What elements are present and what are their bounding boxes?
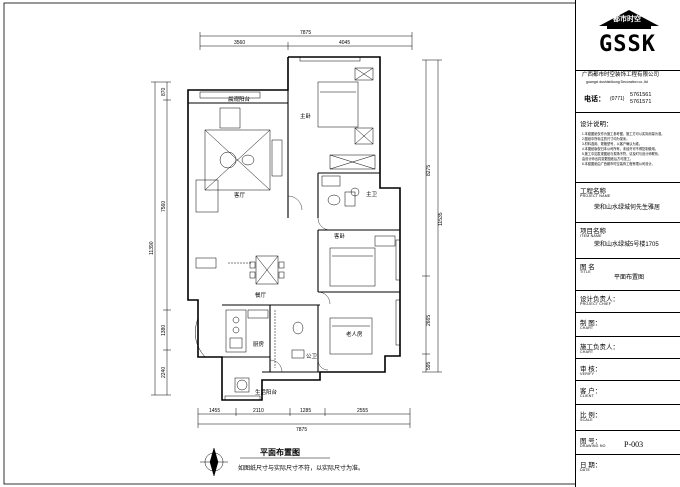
master-furniture (317, 67, 376, 170)
dim-right-total: 11535 (438, 212, 444, 226)
project-name-cn: 工程名称 (580, 188, 606, 195)
phone-area: (0771) (610, 96, 625, 102)
item-name-cn: 项目名称 (580, 228, 606, 235)
drawing-note: 如图纸尺寸与实际尺寸不符，以实际尺寸为准。 (238, 464, 364, 472)
drawing-title: 平面布置图 (260, 447, 300, 457)
dim-left-2: 7560 (161, 201, 167, 212)
project-name-en: PROJECT NAME (580, 194, 611, 198)
project-name-val: 荣和山水绿城何先生雅居 (594, 205, 661, 211)
logo-main: GSSK (599, 32, 656, 57)
client-en: CLIENT (580, 394, 594, 398)
design-note: 6.本套图纸由广西都市时空装饰工程有限公司设计。 (582, 162, 655, 166)
compass-icon (200, 447, 228, 477)
label-bath: 主卫 (366, 190, 378, 198)
public-bath-fixtures (274, 310, 305, 368)
phone-label: 电话： (584, 96, 605, 103)
design-note: 3.材料选用、规格型号，以客户确认为准。 (582, 142, 643, 146)
drawing-no-cn: 图 号： (580, 438, 602, 445)
logo: 都市时空 GSSK (593, 6, 665, 64)
left-dimensions (151, 81, 171, 396)
label-elder: 老人房 (346, 330, 363, 338)
date-en: DATE (580, 468, 591, 472)
design-note: 1.本套图纸仅作为施工参考图，施工方可以实际测量为准。 (582, 132, 665, 136)
item-name-en: ITEM NAME (580, 234, 602, 238)
phone-1: 5761561 (630, 92, 652, 98)
door-swings (269, 195, 331, 373)
dim-right-2: 2665 (426, 315, 432, 326)
design-notes: 1.本套图纸仅作为施工参考图，施工方可以实际测量为准。 2.图纸中所标注的尺寸均… (582, 132, 680, 167)
top-dimensions (199, 32, 413, 50)
dim-bottom-2: 2110 (253, 408, 264, 414)
construct-cn: 施工负责人： (580, 344, 619, 351)
scale-cn: 比 例： (580, 412, 602, 419)
right-dimensions (422, 59, 442, 373)
design-note: 由设计师出具变更图纸后方可施工。 (582, 157, 633, 161)
logo-top: 都市时空 (613, 16, 641, 23)
label-kitchen: 厨房 (253, 340, 265, 348)
drawing-name-cn: 图 名 (580, 264, 595, 271)
floor-plan: 7875 3560 4045 1455 2110 1285 2555 7875 … (3, 2, 575, 485)
scale-en: SCALE (580, 418, 593, 422)
label-dining: 餐厅 (255, 291, 267, 299)
dim-left-3: 1380 (161, 325, 167, 336)
date-cn: 日 期： (580, 462, 602, 469)
design-note: 4.本图纸版权归本公司所有，未经许可不得复制使用。 (582, 147, 658, 151)
dim-right-1: 8275 (426, 165, 432, 176)
label-guest: 客卧 (334, 232, 346, 240)
living-furniture (195, 107, 283, 213)
service-balcony-fixtures (234, 377, 250, 393)
elder-furniture (329, 317, 373, 355)
label-master: 主卧 (300, 112, 312, 120)
sheet-border (3, 2, 575, 485)
dim-bottom-4: 2555 (357, 408, 368, 414)
label-living: 客厅 (234, 191, 246, 199)
design-note: 2.图纸中所标注的尺寸均为毫米。 (582, 137, 630, 141)
construct-en: CHART (580, 350, 594, 354)
chief-en: PROJECT CHIEF (580, 302, 612, 306)
verify-cn: 审 核： (580, 366, 602, 373)
company-en: guangxi dushishikong Decoration co.,ltd (586, 80, 648, 84)
phone-2: 5761571 (630, 99, 652, 105)
guest-furniture (329, 235, 396, 287)
exterior-walls (187, 56, 401, 401)
dim-top-total: 7875 (300, 30, 311, 36)
drawing-name-val: 平面布置图 (614, 275, 645, 281)
kitchen-fixtures (225, 309, 269, 353)
label-service-balcony: 生活阳台 (255, 388, 278, 396)
dim-top-left: 3560 (234, 40, 245, 46)
dim-left-1: 870 (161, 87, 167, 96)
drawing-no-val: P-003 (624, 440, 644, 449)
draw-en: CHART (580, 326, 594, 330)
bottom-dimensions (197, 408, 411, 428)
dim-right-3: 595 (426, 361, 432, 370)
dim-bottom-3: 1285 (300, 408, 311, 414)
company-cn: 广西都市时空装饰工程有限公司 (582, 72, 660, 78)
draw-cn: 制 图： (580, 320, 602, 327)
client-cn: 客 户： (580, 388, 602, 395)
design-notes-label: 设计说明： (580, 121, 613, 128)
verify-en: VERIFY (580, 372, 595, 376)
label-public-bath: 公卫 (306, 353, 318, 360)
chief-cn: 设计负责人： (580, 296, 619, 303)
interior-walls (188, 90, 400, 373)
design-note: 5.施工中如发现图纸与现场不符，请及时与设计师联系， (582, 152, 662, 156)
dim-left-4: 2240 (161, 367, 167, 378)
dim-top-right: 4045 (339, 40, 350, 46)
dim-bottom-total: 7875 (296, 427, 307, 433)
dim-left-total: 11390 (149, 241, 155, 255)
windows (194, 56, 401, 401)
drawing-no-en: DRAWING NO (580, 444, 606, 448)
bath-fixtures (321, 175, 360, 207)
title-block: 都市时空 GSSK 广西都市时空装饰工程有限公司 guangxi dushish… (575, 0, 680, 487)
label-morning-balcony: 晨观阳台 (228, 95, 251, 103)
dim-bottom-1: 1455 (209, 408, 220, 414)
item-name-val: 荣和山水绿城5号楼1705 (594, 242, 659, 248)
dining-furniture (195, 255, 285, 285)
drawing-name-en: TITLE (580, 270, 591, 274)
